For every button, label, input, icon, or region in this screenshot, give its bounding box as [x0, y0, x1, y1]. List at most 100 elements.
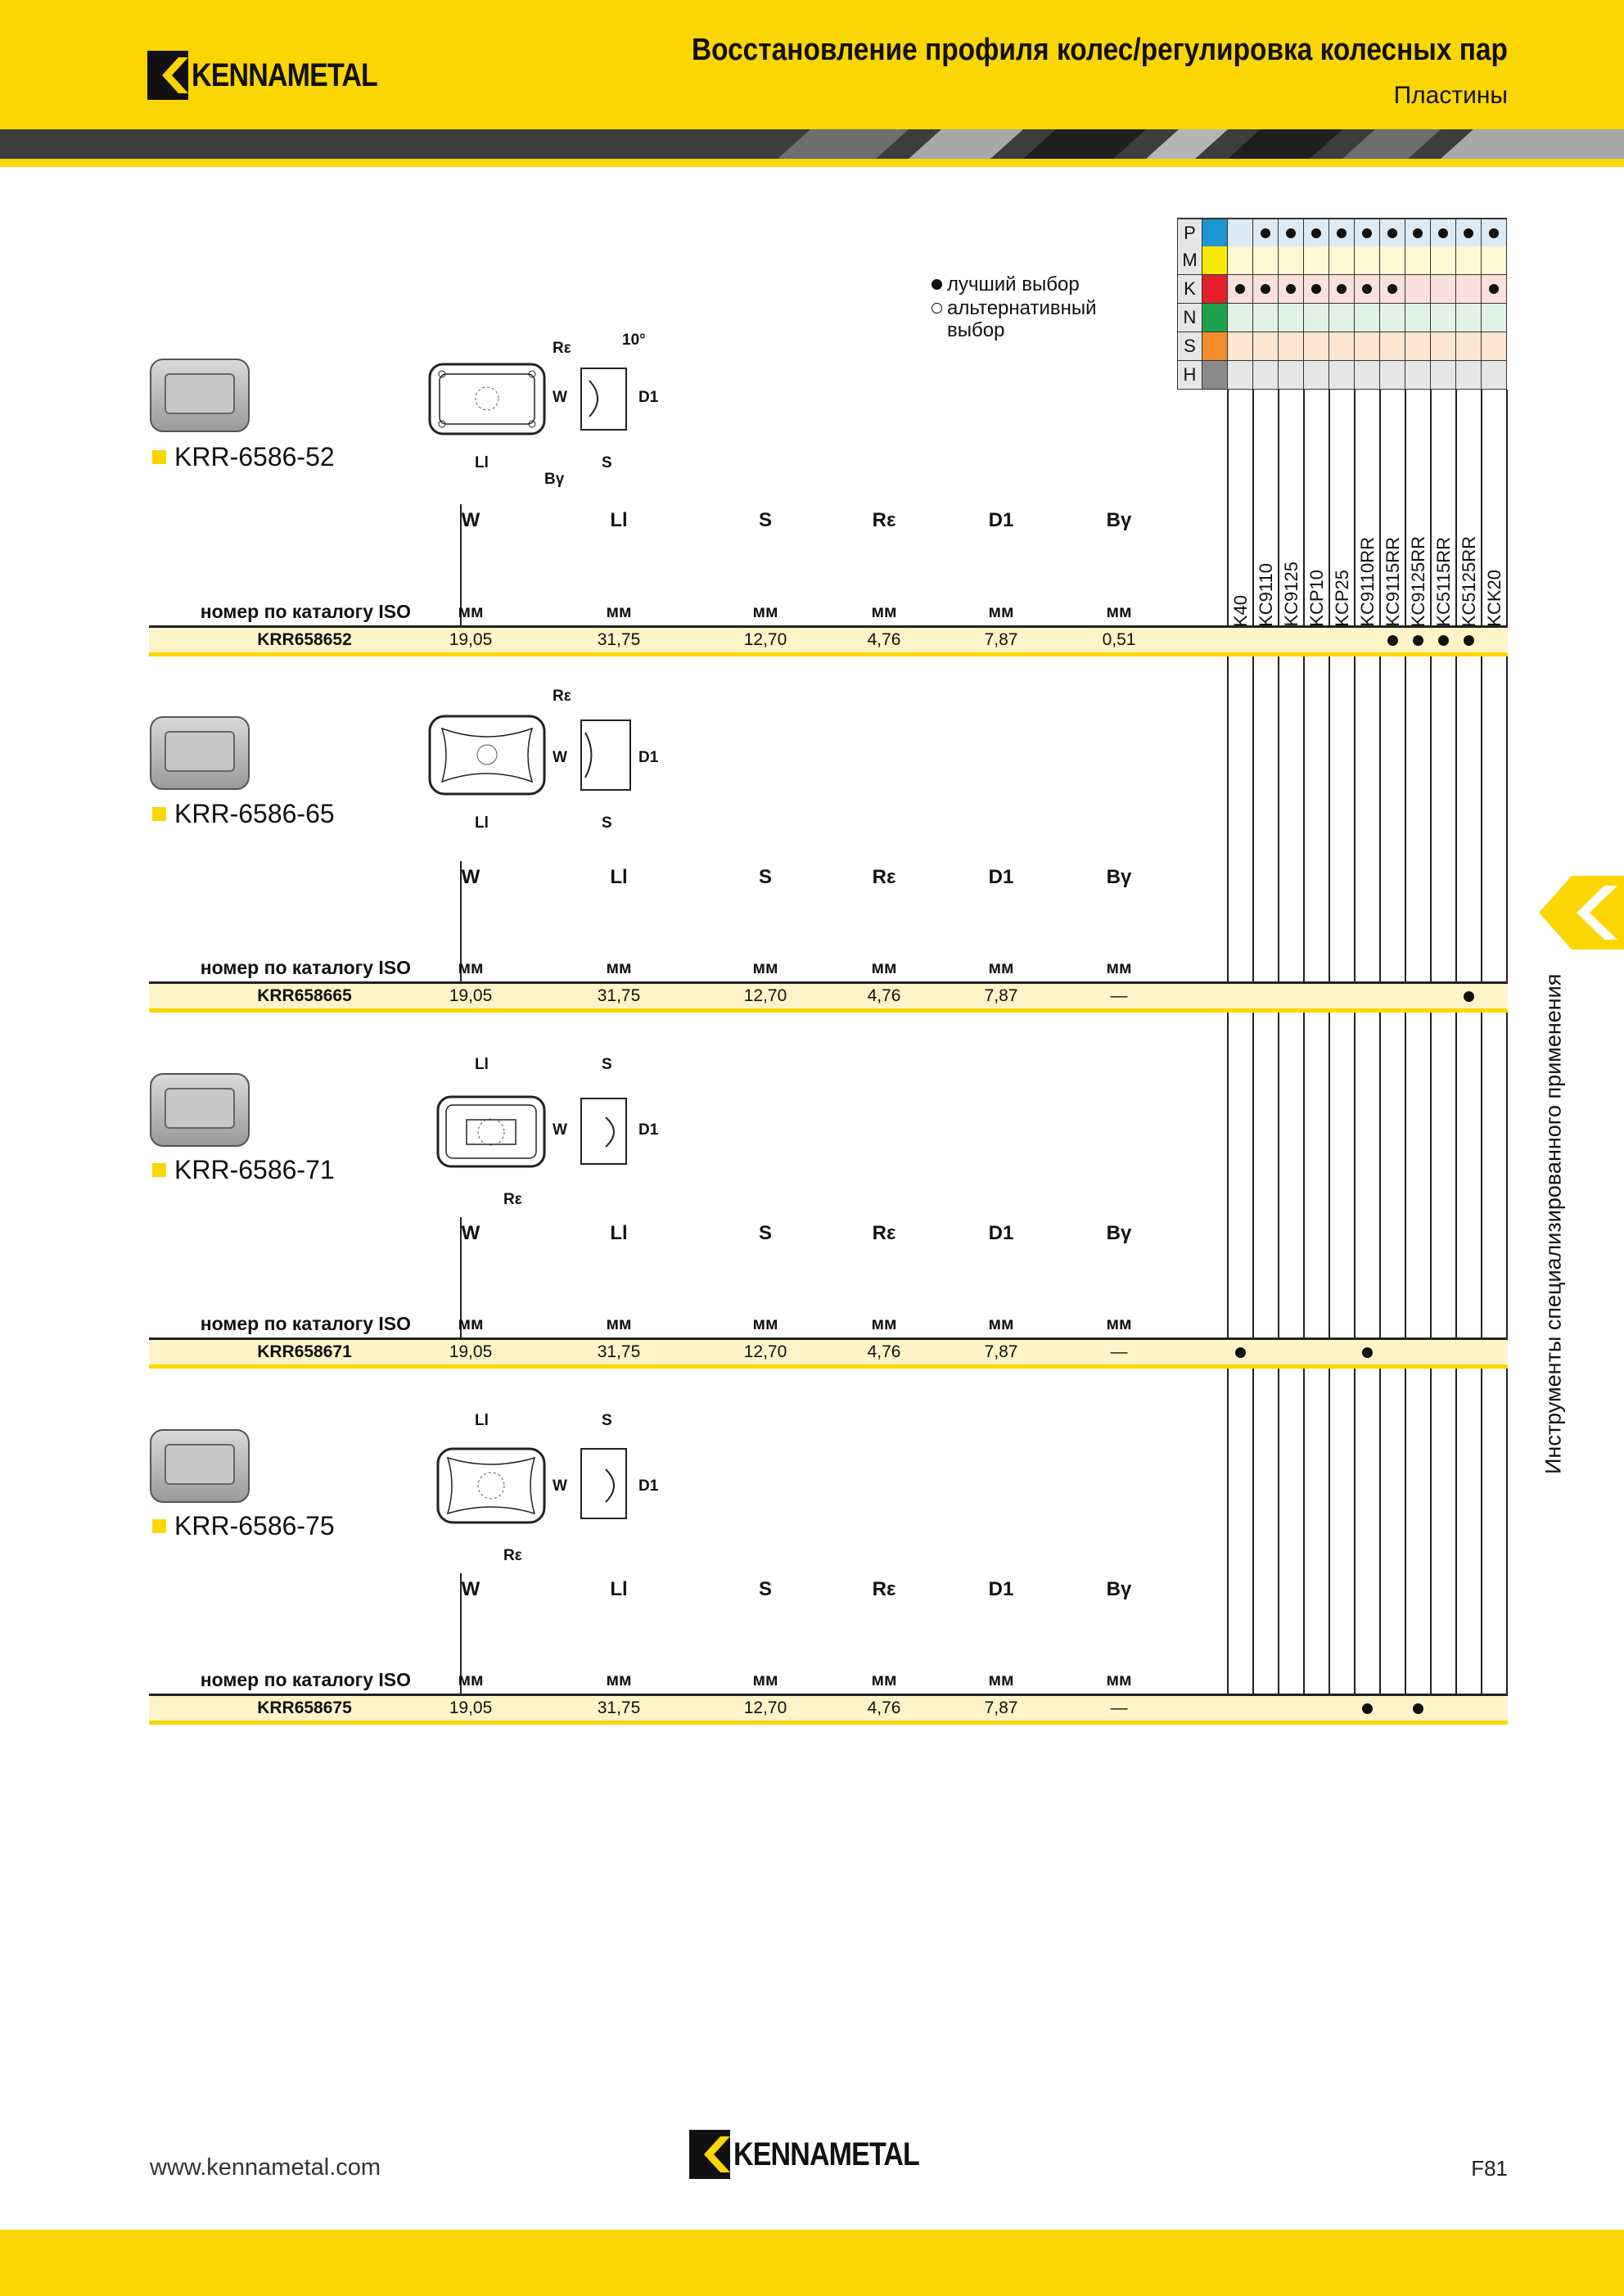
filled-dot-icon: [1362, 228, 1372, 238]
table-cell: 4,76: [867, 1342, 901, 1361]
product-title[interactable]: KRR-6586-71: [152, 1155, 335, 1185]
insert-drawing-icon: [436, 1447, 627, 1524]
column-header: S: [758, 1578, 772, 1600]
material-cell: [1405, 246, 1431, 274]
column-header: Bγ: [1106, 866, 1132, 888]
material-code: S: [1177, 332, 1202, 360]
filled-dot-icon: [1387, 635, 1398, 646]
drawing-label: Ll: [475, 814, 489, 832]
page-subtitle: Пластины: [1393, 82, 1508, 109]
column-unit: мм: [988, 959, 1014, 977]
filled-dot-icon: [1235, 284, 1245, 294]
header-bar: [0, 0, 1624, 129]
drawing-label: S: [602, 814, 612, 832]
product-title[interactable]: KRR-6586-52: [152, 442, 335, 472]
insert-thumbnail-image: [150, 359, 250, 432]
material-cell: [1456, 304, 1482, 332]
column-separator: [460, 861, 462, 1009]
column-separator: [460, 1217, 462, 1365]
bullet-square-icon: [152, 1163, 166, 1177]
grade-header: KC9110: [1253, 385, 1279, 627]
product-title[interactable]: KRR-6586-65: [152, 799, 335, 829]
material-cell: [1304, 361, 1329, 389]
filled-dot-icon: [1235, 1347, 1246, 1358]
column-unit: мм: [988, 602, 1014, 621]
column-header: Ll: [610, 1578, 628, 1600]
material-cell: [1253, 332, 1279, 360]
material-cell: [1253, 361, 1279, 389]
column-unit: мм: [606, 1315, 632, 1333]
brand-name: KENNAMETAL: [192, 56, 378, 93]
drawing-label: Rε: [503, 1547, 522, 1564]
product-title[interactable]: KRR-6586-75: [152, 1511, 335, 1541]
brand-logo[interactable]: KENNAMETAL: [147, 51, 410, 100]
kennametal-k-icon: [689, 2130, 730, 2179]
material-color-swatch: [1202, 361, 1228, 389]
filled-dot-icon: [1438, 228, 1448, 238]
filled-dot-icon: [1261, 284, 1270, 294]
grade-header: KCP10: [1304, 385, 1329, 627]
legend-alt: альтернативный выбор: [932, 297, 1120, 341]
iso-catalog-number: KRR658671: [257, 1342, 352, 1361]
material-cell: [1304, 275, 1329, 303]
material-cell: [1380, 361, 1405, 389]
filled-dot-icon: [1464, 228, 1473, 238]
table-cell: —: [1110, 986, 1128, 1005]
column-header: D1: [988, 1222, 1014, 1244]
kennametal-k-icon: [147, 51, 188, 100]
column-header: D1: [988, 509, 1014, 531]
material-row-s: S: [1177, 332, 1507, 361]
grade-header: KC9115RR: [1380, 385, 1405, 627]
grade-label: KCK20: [1484, 570, 1504, 627]
drawing-label: W: [553, 389, 567, 406]
side-section-label: Инструменты специализированного применен…: [1541, 973, 1566, 1474]
drawing-label: S: [602, 1056, 612, 1073]
grade-label: KC5125RR: [1459, 535, 1479, 627]
table-cell: 0,51: [1102, 630, 1136, 649]
material-cell: [1405, 219, 1431, 247]
material-cell: [1279, 304, 1304, 332]
product-name: KRR-6586-65: [174, 799, 335, 828]
footer-brand-name: KENNAMETAL: [733, 2136, 920, 2172]
drawing-label: Ll: [475, 454, 489, 471]
table-cell: 7,87: [984, 986, 1018, 1005]
column-unit: мм: [752, 959, 778, 977]
drawing-label: Ll: [475, 1056, 489, 1073]
filled-dot-icon: [1261, 228, 1270, 238]
drawing-label: D1: [638, 1477, 659, 1495]
grade-column-line: [1329, 390, 1330, 1721]
column-unit: мм: [1106, 959, 1132, 977]
material-cell: [1380, 304, 1405, 332]
column-header: S: [758, 1222, 772, 1244]
column-header: W: [461, 509, 480, 531]
column-unit: мм: [1106, 602, 1132, 621]
material-cell: [1355, 332, 1380, 360]
drawing-label: W: [553, 749, 567, 766]
material-cell: [1279, 275, 1304, 303]
filled-dot-icon: [1337, 284, 1347, 294]
footer-bar: [0, 2230, 1624, 2296]
drawing-label: Ll: [475, 1412, 489, 1429]
drawing-label: D1: [638, 1121, 659, 1139]
material-cell: [1253, 219, 1279, 247]
column-header: Ll: [610, 866, 628, 888]
grade-header: KC9110RR: [1355, 385, 1380, 627]
material-row-p: P: [1177, 218, 1507, 247]
filled-dot-icon: [1413, 1703, 1423, 1714]
footer-url[interactable]: www.kennametal.com: [150, 2154, 381, 2181]
drawing-label: W: [553, 1121, 567, 1139]
material-cell: [1431, 275, 1456, 303]
material-color-swatch: [1202, 246, 1228, 274]
section-tab-arrow-icon: [1539, 876, 1624, 950]
table-cell: 4,76: [867, 1698, 901, 1717]
column-header: S: [758, 509, 772, 531]
column-header: Ll: [610, 1222, 628, 1244]
material-cell: [1304, 332, 1329, 360]
column-unit: мм: [1106, 1671, 1132, 1689]
filled-dot-icon: [1362, 284, 1372, 294]
